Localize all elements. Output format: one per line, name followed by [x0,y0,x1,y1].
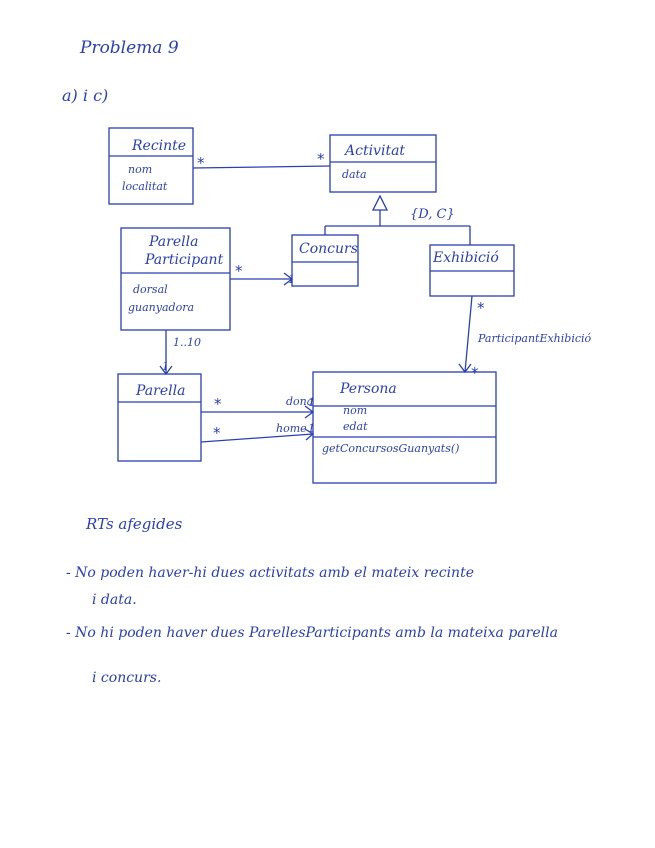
class-box-persona [312,371,497,484]
attr-recinte-nom: nom [128,163,152,176]
mult-parella-home-star: * [213,424,221,442]
problem-subtitle: a) i c) [62,86,109,105]
arrowhead-parella [159,365,173,376]
mult-persona-star: * [471,364,479,382]
mult-exhibicio-star: * [477,299,485,317]
attr-persona-nom: nom [343,404,367,417]
attr-participant-dorsal: dorsal [133,283,168,296]
class-name-activitat: Activitat [343,143,405,159]
class-name-persona: Persona [339,381,397,397]
mult-parella-one: 1 [162,360,169,373]
role-dona: dona [286,395,313,408]
constraint-disjoint-complete: {D, C} [410,207,455,222]
arrowhead-dona [304,405,315,419]
mult-participant-star: * [235,262,243,280]
class-box-parella [117,373,202,462]
arrowhead-persona [458,363,472,374]
class-box-recinte [108,127,194,205]
class-name-parella-participant-1: Parella [148,234,198,250]
mult-dona-one: 1 [308,396,315,409]
notes-title: RTs afegides [86,515,183,533]
association-exhibicio-persona [464,295,473,373]
mult-concurs-one: 1 [288,273,295,286]
attr-activitat-data: data [342,168,367,181]
class-name-parella: Parella [135,383,185,399]
attr-persona-edat: edat [343,420,368,433]
attr-recinte-localitat: localitat [122,180,168,193]
generalization-arrowhead [371,194,389,211]
arrowhead-concurs [283,272,294,286]
arrowhead-home [304,428,315,441]
mult-recinte-star: * [197,154,205,172]
mult-home-one: 1 [308,422,315,435]
class-name-recinte: Recinte [131,138,186,154]
class-name-exhibicio: Exhibició [432,250,499,266]
role-participant-exhibicio: ParticipantExhibició [477,332,592,345]
note-1-line-2: i data. [92,592,137,608]
mult-parella-dona-star: * [214,395,222,413]
role-home: home [276,422,307,435]
mult-range-1-10: 1..10 [173,336,201,349]
class-name-concurs: Concurs [299,241,358,257]
association-parella-persona-home [200,433,314,443]
op-persona-get-concursos-guanyats: getConcursosGuanyats() [322,442,459,455]
problem-title: Problema 9 [80,38,179,58]
mult-activitat-star: * [317,150,325,168]
generalization-lines [324,210,471,245]
note-2-line-2: i concurs. [92,670,162,686]
class-name-parella-participant-2: Participant [144,252,224,268]
note-1-line-1: - No poden haver-hi dues activitats amb … [66,565,474,581]
note-2-line-1: - No hi poden haver dues ParellesPartici… [66,625,558,641]
attr-participant-guanyadora: guanyadora [128,301,194,314]
association-recinte-activitat [192,165,331,169]
class-box-activitat [329,134,437,193]
